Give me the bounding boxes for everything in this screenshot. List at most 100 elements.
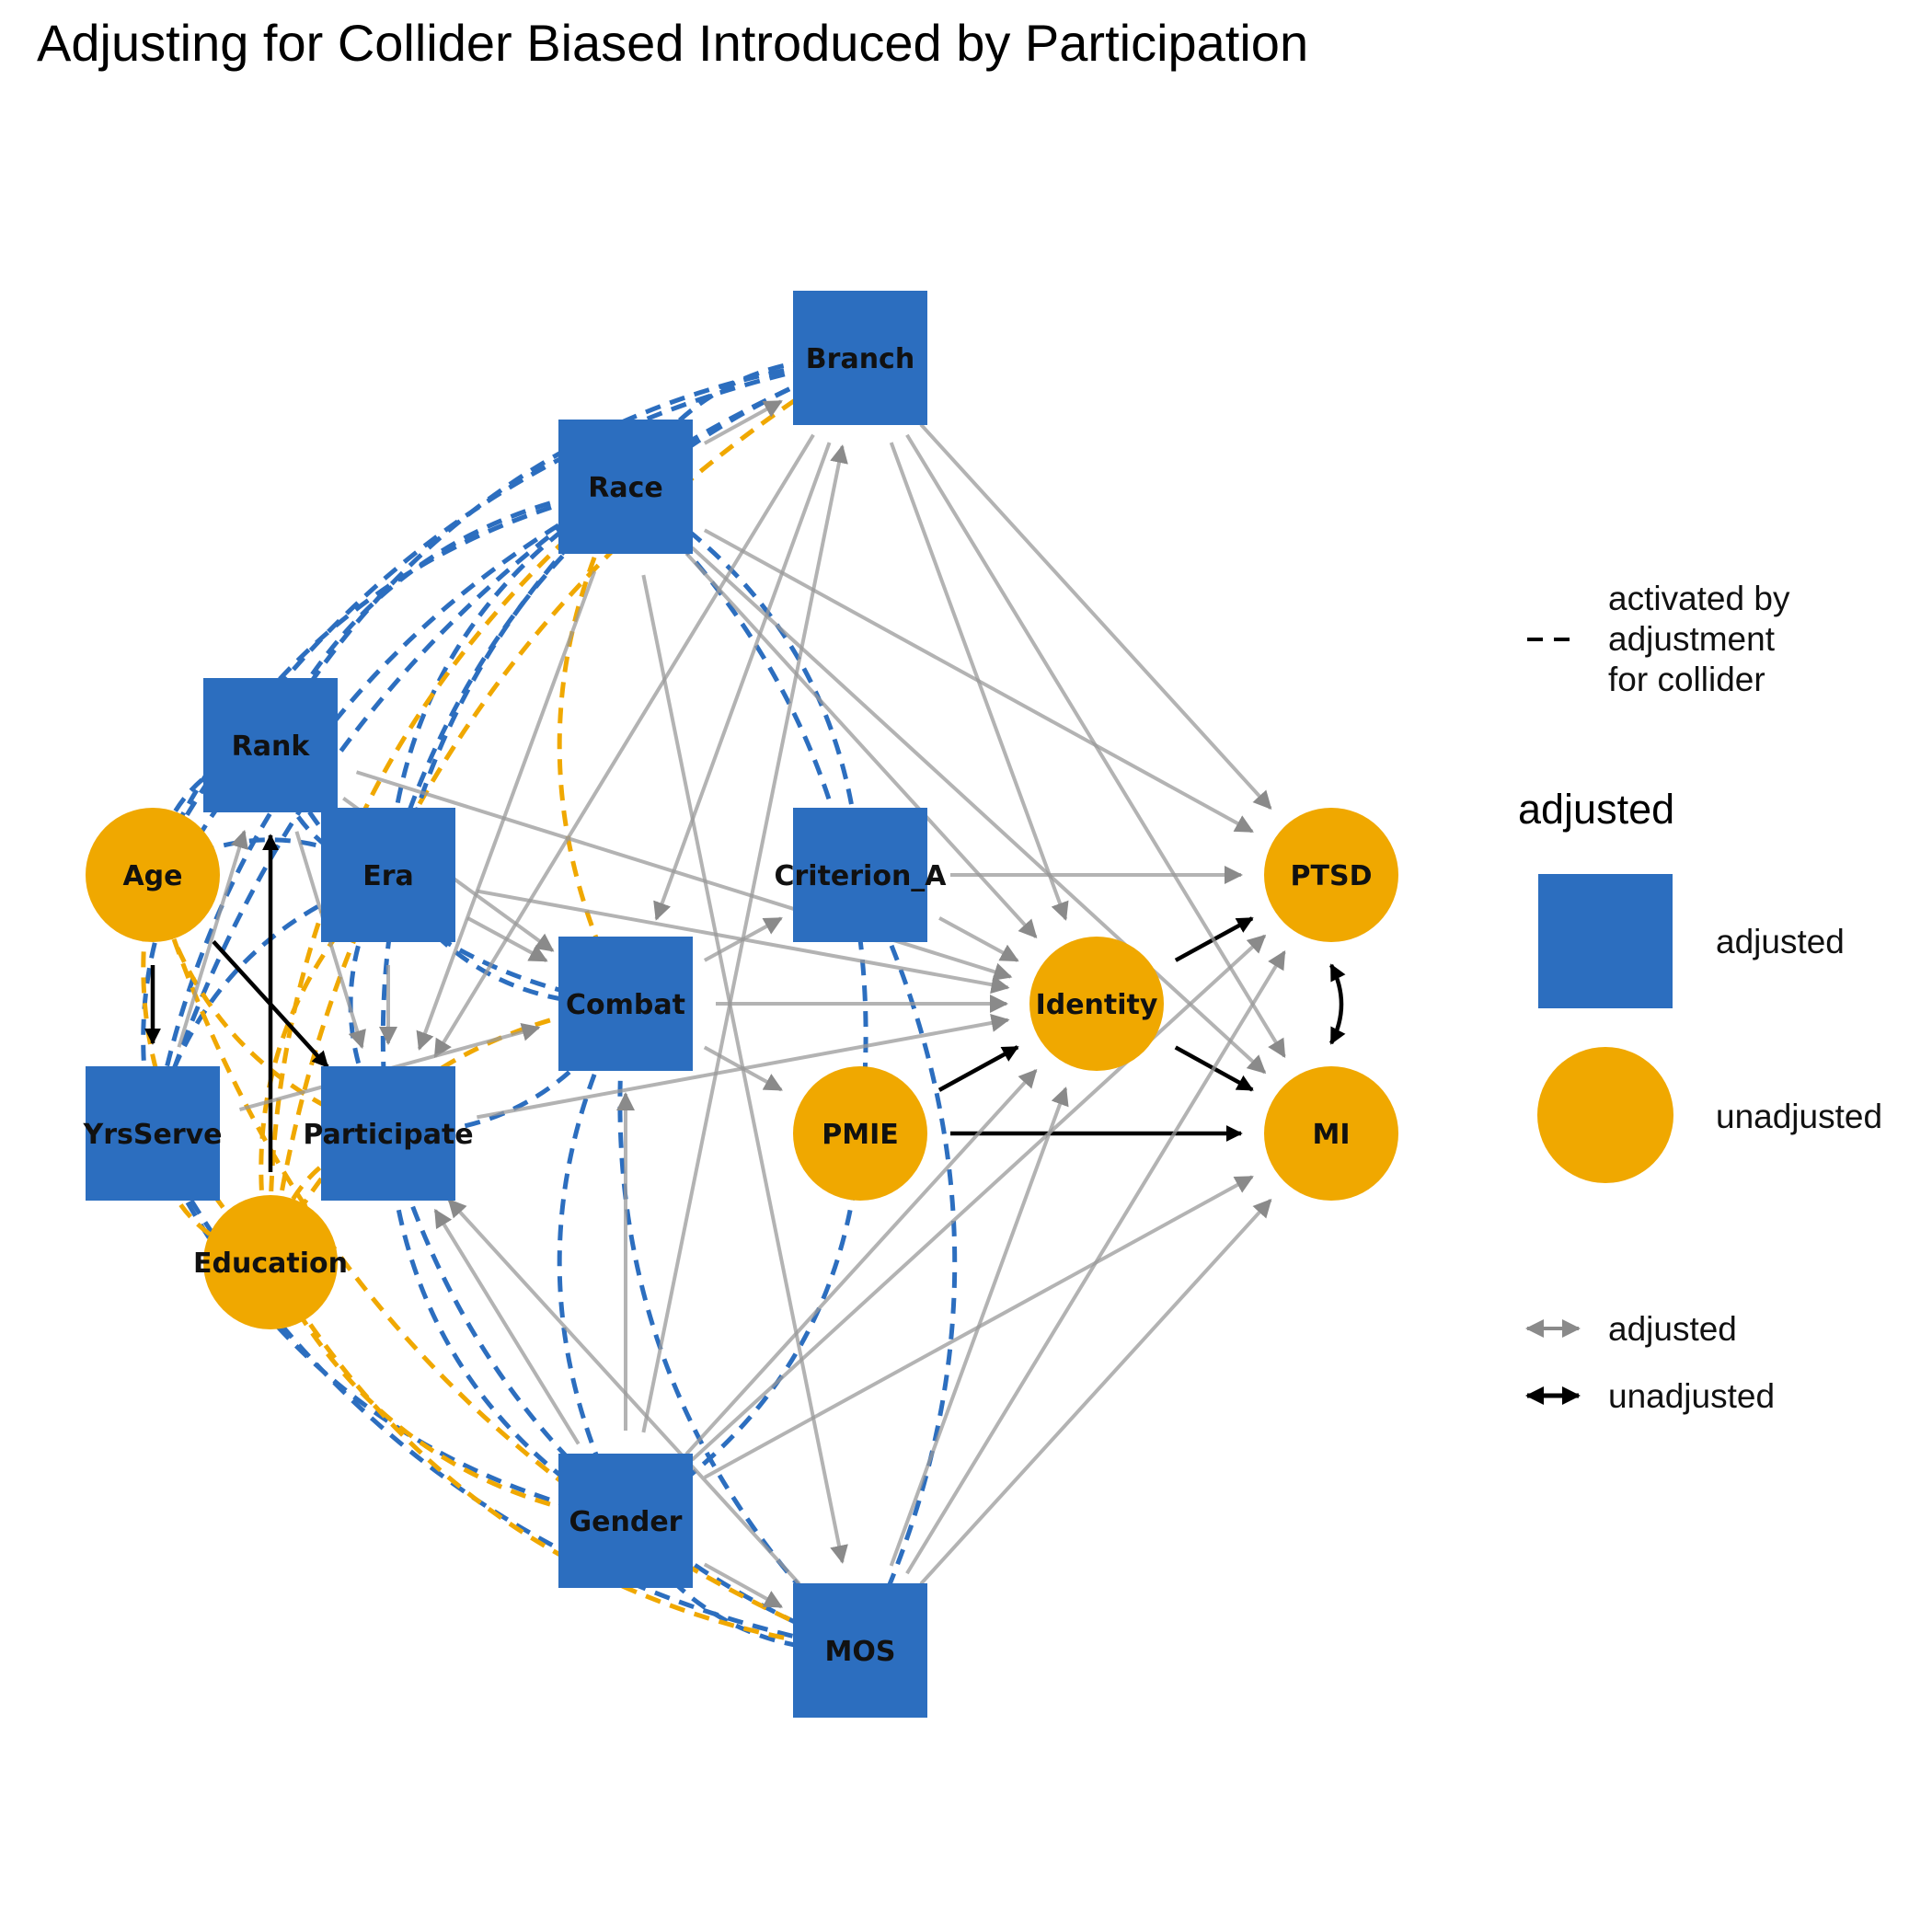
node-square-era <box>321 808 455 942</box>
node-label-era: Era <box>362 860 414 892</box>
edge-race-mi <box>690 546 1267 1075</box>
node-label-mi: MI <box>1312 1119 1350 1151</box>
edge-mos-participate <box>447 1198 801 1585</box>
node-square-mos <box>793 1583 927 1718</box>
edge-mos-ptsd <box>905 950 1286 1575</box>
node-label-combat: Combat <box>566 989 685 1021</box>
node-mi: MI <box>1264 1066 1398 1201</box>
legend-shape-adjusted-label: adjusted <box>1716 923 1845 960</box>
legend-linetype-line: adjustment <box>1608 620 1776 658</box>
edge-pmie-identity <box>937 1045 1019 1092</box>
node-ptsd: PTSD <box>1264 808 1398 942</box>
edge-gender-mos <box>703 1562 783 1609</box>
node-race: Race <box>558 420 693 554</box>
node-label-race: Race <box>588 472 662 504</box>
node-label-ptsd: PTSD <box>1291 860 1373 892</box>
edge-mos-mi <box>919 1198 1272 1585</box>
edge-branch-ptsd <box>919 423 1272 811</box>
collider-link-mos-age <box>150 874 861 1653</box>
node-circle-age <box>86 808 220 942</box>
edge-era-combat <box>466 915 548 963</box>
collider-link-criterion_a-mos <box>857 873 958 1652</box>
node-label-identity: Identity <box>1036 989 1158 1021</box>
node-circle-mi <box>1264 1066 1398 1201</box>
edge-criterion_a-identity <box>938 916 1019 962</box>
edge-gender-identity <box>684 1068 1038 1455</box>
node-circle-education <box>203 1195 338 1329</box>
node-yrsserve: YrsServe <box>82 1066 223 1201</box>
edge-ptsd-mi <box>1329 963 1346 1045</box>
legend-shape-adjusted: adjusted <box>1538 874 1845 1008</box>
collider-link-pmie-gender <box>624 1133 863 1524</box>
collider-link-race-era <box>385 484 627 876</box>
collider-link-branch-era <box>385 355 861 876</box>
legend-shape-unadjusted: unadjusted <box>1537 1047 1882 1183</box>
node-square-criterion_a <box>793 808 927 942</box>
legend-edge-unadjusted: unadjusted <box>1525 1377 1775 1415</box>
node-label-participate: Participate <box>303 1119 473 1151</box>
legend-edge-adjusted: adjusted <box>1525 1310 1737 1348</box>
node-era: Era <box>321 808 455 942</box>
node-label-pmie: PMIE <box>822 1119 899 1151</box>
node-circle-ptsd <box>1264 808 1398 942</box>
causal-edges-layer <box>144 399 1346 1609</box>
node-label-education: Education <box>193 1248 348 1280</box>
edge-race-branch <box>703 399 783 445</box>
node-label-criterion_a: Criterion_A <box>774 860 947 892</box>
node-square-branch <box>793 291 927 425</box>
collider-link-race-criterion_a <box>624 484 863 876</box>
node-square-rank <box>203 678 338 812</box>
edge-gender-ptsd <box>690 934 1267 1462</box>
node-criterion_a: Criterion_A <box>774 808 947 942</box>
node-combat: Combat <box>558 937 693 1071</box>
diagram-title: Adjusting for Collider Biased Introduced… <box>37 14 1308 72</box>
node-square-race <box>558 420 693 554</box>
node-square-participate <box>321 1066 455 1201</box>
node-circle-identity <box>1029 937 1164 1071</box>
collider-link-race-combat <box>557 485 628 1006</box>
node-label-gender: Gender <box>569 1506 683 1538</box>
collider-link-race-participate <box>380 485 627 1134</box>
edge-branch-participate <box>433 433 815 1058</box>
node-label-mos: MOS <box>825 1636 896 1668</box>
edge-race-participate <box>416 570 597 1051</box>
node-circle-pmie <box>793 1066 927 1201</box>
legend-circle-key <box>1537 1047 1673 1183</box>
node-gender: Gender <box>558 1454 693 1588</box>
node-square-combat <box>558 937 693 1071</box>
node-label-yrsserve: YrsServe <box>82 1119 222 1151</box>
node-branch: Branch <box>793 291 927 425</box>
edge-branch-combat <box>653 442 832 921</box>
edge-participate-identity <box>477 1014 1010 1120</box>
edge-yrsserve-rank <box>177 829 248 1048</box>
node-mos: MOS <box>793 1583 927 1718</box>
node-rank: Rank <box>203 678 338 812</box>
collider-link-participate-gender <box>385 1133 627 1524</box>
edge-gender-branch <box>641 444 848 1433</box>
legend-edge-adjusted-label: adjusted <box>1608 1310 1737 1348</box>
node-square-yrsserve <box>86 1066 220 1201</box>
edge-gender-participate <box>433 1208 581 1445</box>
node-pmie: PMIE <box>793 1066 927 1201</box>
legend-linetype-line: for collider <box>1608 661 1765 698</box>
edge-race-ptsd <box>703 528 1254 834</box>
collider-link-branch-age <box>150 355 861 877</box>
legend-shape-unadjusted-label: unadjusted <box>1716 1098 1882 1135</box>
node-identity: Identity <box>1029 937 1164 1071</box>
node-square-gender <box>558 1454 693 1588</box>
legend-edge-unadjusted-label: unadjusted <box>1608 1377 1775 1415</box>
collider-link-participate-mos <box>385 1133 861 1653</box>
node-education: Education <box>193 1195 348 1329</box>
node-label-rank: Rank <box>232 730 311 763</box>
legend-linetype-line: activated by <box>1608 580 1790 617</box>
collider-link-branch-yrsserve <box>150 355 861 1134</box>
collider-link-mos-education <box>268 1260 861 1653</box>
collider-link-race-age <box>150 484 627 877</box>
edge-mos-identity <box>889 1087 1069 1567</box>
collider-link-combat-gender <box>557 1002 628 1523</box>
